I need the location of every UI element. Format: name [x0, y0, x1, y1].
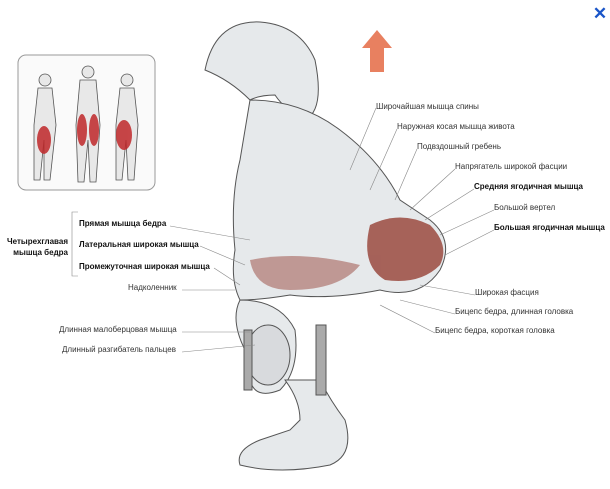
- up-arrow-icon: [362, 30, 392, 72]
- label-vastus-intermedius: Промежуточная широкая мышца: [79, 262, 210, 271]
- label-gluteus-medius: Средняя ягодичная мышца: [474, 182, 583, 191]
- label-peroneus-longus: Длинная малоберцовая мышца: [59, 325, 177, 334]
- label-biceps-long: Бицепс бедра, длинная головка: [455, 307, 574, 316]
- label-gluteus-maximus: Большая ягодичная мышца: [494, 223, 605, 232]
- label-rectus-femoris: Прямая мышца бедра: [79, 219, 167, 228]
- close-button[interactable]: ✕: [592, 4, 608, 23]
- inset-figures: [17, 54, 156, 191]
- label-biceps-short: Бицепс бедра, короткая головка: [435, 326, 555, 335]
- label-patella: Надколенник: [128, 283, 177, 292]
- leader-lines: [71, 107, 495, 353]
- label-quadriceps: Четырехглавая мышца бедра: [7, 237, 68, 257]
- label-external-oblique: Наружная косая мышца живота: [397, 122, 515, 131]
- label-iliac-crest: Подвздошный гребень: [417, 142, 501, 151]
- label-latissimus: Широчайшая мышца спины: [376, 102, 479, 111]
- label-fascia-lata: Широкая фасция: [475, 288, 539, 297]
- label-extensor-digitorum: Длинный разгибатель пальцев: [62, 345, 176, 354]
- label-vastus-lateralis: Латеральная широкая мышца: [79, 240, 199, 249]
- label-greater-trochanter: Большой вертел: [494, 203, 556, 212]
- label-tensor-fasciae: Напрягатель широкой фасции: [455, 162, 568, 171]
- gluteus-muscle: [250, 217, 444, 290]
